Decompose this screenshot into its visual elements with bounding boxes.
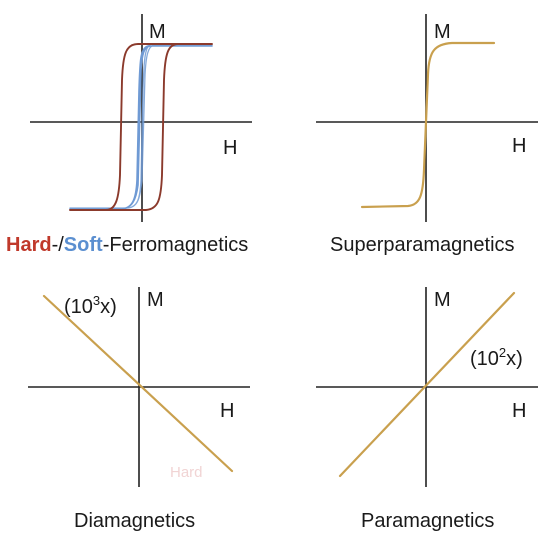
para-scale-open: (10 <box>470 348 499 370</box>
para-scale-factor: (102x) <box>470 345 523 370</box>
caption-ferromagnetics: -Ferromagnetics <box>103 234 249 256</box>
dia-h-label: H <box>220 400 234 422</box>
caption-separator: -/ <box>52 234 65 256</box>
caption-hard: Hard <box>6 234 52 256</box>
para-scale-exponent: 2 <box>499 345 506 360</box>
superpara-caption: Superparamagnetics <box>330 234 515 256</box>
panel-superparamagnetics: M H Superparamagnetics <box>316 14 538 256</box>
para-line <box>338 291 516 478</box>
dia-scale-close: x) <box>100 296 117 318</box>
panel-paramagnetics: M (102x) H Paramagnetics <box>316 287 538 532</box>
ferro-m-label: M <box>149 21 166 43</box>
dia-scale-exponent: 3 <box>93 293 100 308</box>
para-m-label: M <box>434 289 451 311</box>
dia-scale-open: (10 <box>64 296 93 318</box>
superpara-curve <box>360 41 496 209</box>
caption-soft: Soft <box>64 234 103 256</box>
dia-line <box>42 294 234 473</box>
panel-ferromagnetics: M H Hard-/Soft-Ferromagnetics <box>6 14 252 256</box>
ferro-h-label: H <box>223 137 237 159</box>
soft-hysteresis-loop-inner <box>69 44 213 209</box>
hard-hysteresis-loop <box>69 43 213 211</box>
superpara-h-label: H <box>512 135 526 157</box>
para-h-label: H <box>512 400 526 422</box>
dia-faint-text: Hard <box>170 464 203 481</box>
panel-diamagnetics: Hard (103x) M H Diamagnetics <box>28 287 250 532</box>
superpara-m-label: M <box>434 21 451 43</box>
para-caption: Paramagnetics <box>361 510 494 532</box>
dia-m-label: M <box>147 289 164 311</box>
ferro-caption: Hard-/Soft-Ferromagnetics <box>6 234 248 256</box>
para-scale-close: x) <box>506 348 523 370</box>
dia-caption: Diamagnetics <box>74 510 195 532</box>
dia-scale-factor: (103x) <box>64 293 117 318</box>
